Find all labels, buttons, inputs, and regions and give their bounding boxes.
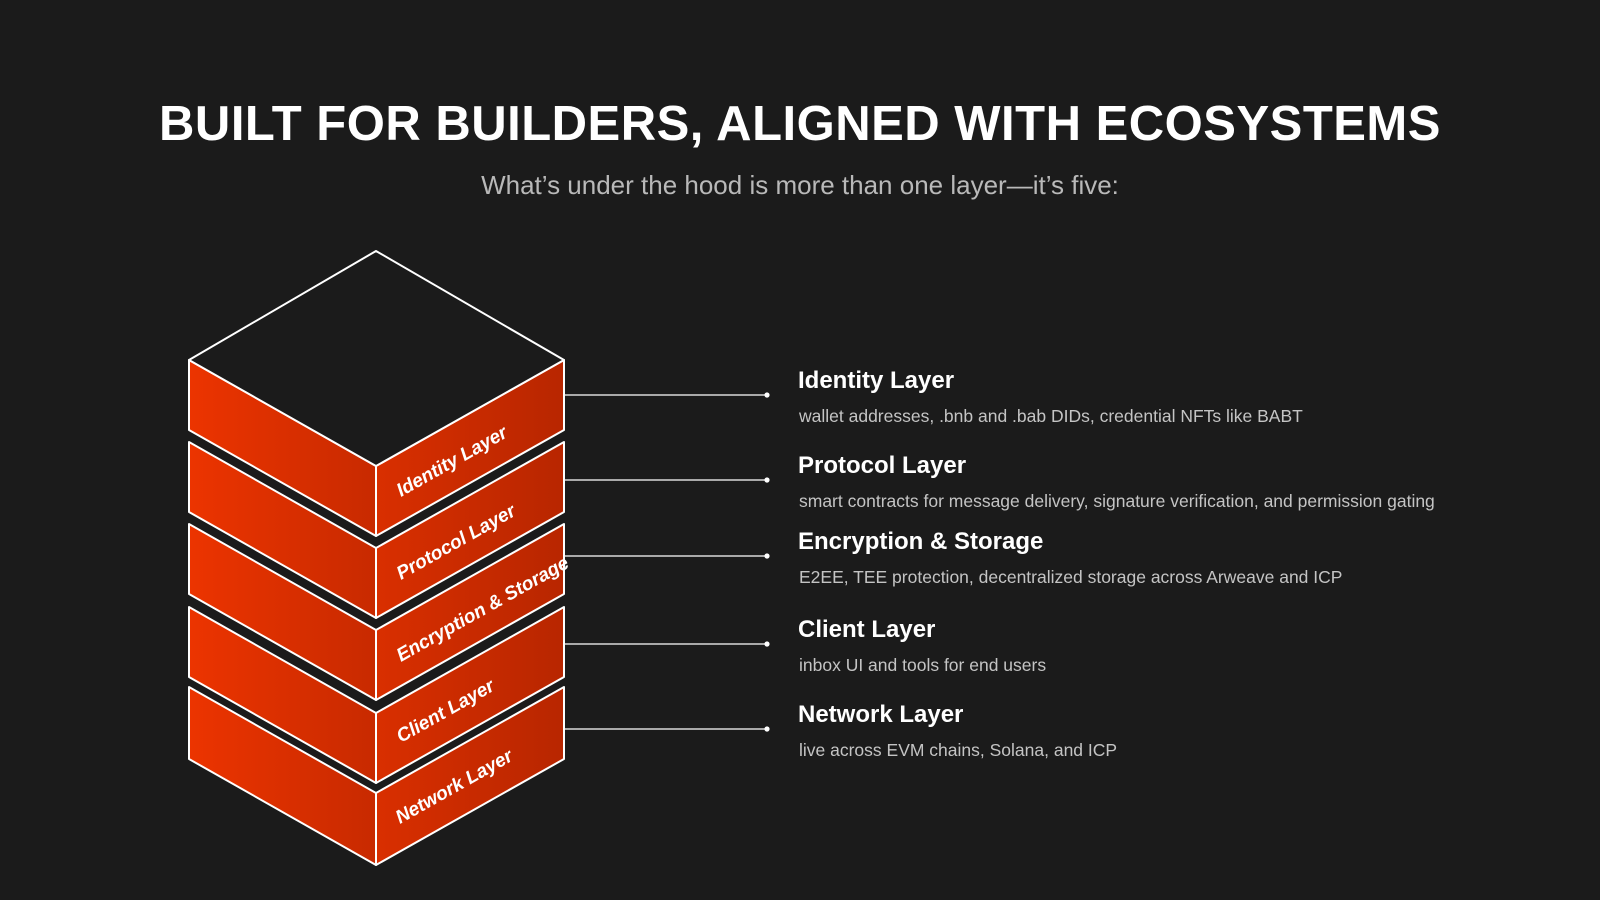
connector-dot-encryption [764, 553, 770, 559]
connector-dots [764, 392, 770, 732]
connector-dot-identity [764, 392, 770, 398]
stack-slab-identity: Identity Layer [188, 250, 565, 537]
page-title: BUILT FOR BUILDERS, ALIGNED WITH ECOSYST… [159, 97, 1441, 151]
layer-title-client: Client Layer [798, 616, 936, 643]
layer-title-identity: Identity Layer [798, 367, 955, 394]
connector-dot-client [764, 641, 770, 647]
page-subtitle: What’s under the hood is more than one l… [481, 170, 1119, 200]
layer-desc-network: live across EVM chains, Solana, and ICP [799, 740, 1118, 760]
connector-dot-protocol [764, 477, 770, 483]
layer-title-protocol: Protocol Layer [798, 452, 967, 479]
layer-desc-identity: wallet addresses, .bnb and .bab DIDs, cr… [799, 406, 1303, 426]
stack-slab-client: Client Layer [188, 606, 565, 784]
connector-dot-network [764, 726, 770, 732]
layer-desc-client: inbox UI and tools for end users [799, 655, 1047, 675]
layer-desc-protocol: smart contracts for message delivery, si… [799, 491, 1435, 511]
stack-slab-protocol: Protocol Layer [188, 441, 565, 619]
layer-desc-encryption: E2EE, TEE protection, decentralized stor… [799, 567, 1343, 587]
stack-top-face [188, 250, 565, 467]
layer-title-network: Network Layer [798, 701, 964, 728]
layer-title-encryption: Encryption & Storage [798, 528, 1044, 555]
connector-lines [564, 394, 767, 730]
